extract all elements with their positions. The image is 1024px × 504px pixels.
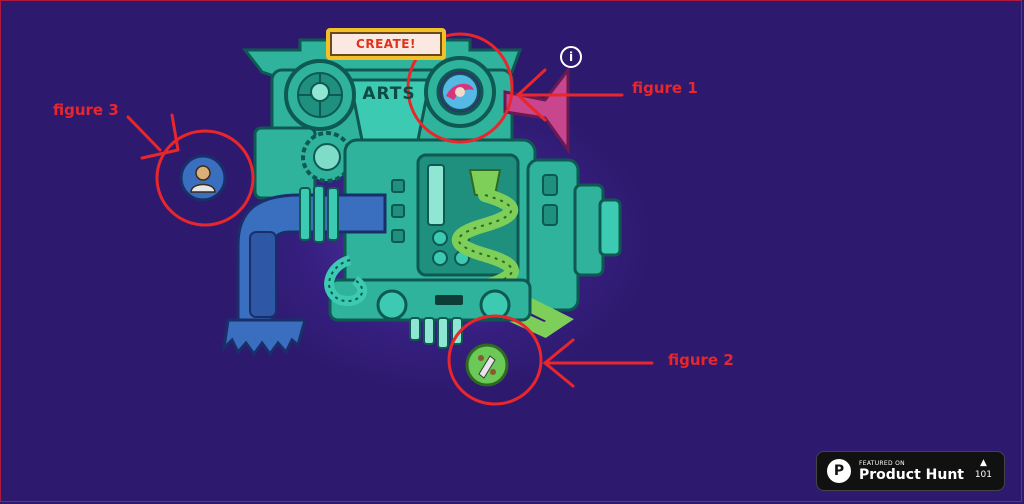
product-hunt-badge[interactable]: P FEATURED ON Product Hunt ▲ 101: [816, 451, 1005, 491]
figure-3-label: figure 3: [53, 101, 119, 119]
upvote-counter[interactable]: ▲ 101: [975, 458, 992, 481]
upvote-arrow-icon: ▲: [979, 458, 987, 468]
product-hunt-logo-icon: P: [827, 459, 851, 483]
figure-1-surfer-icon: [441, 73, 479, 111]
info-icon[interactable]: i: [560, 46, 582, 68]
product-hunt-text: FEATURED ON Product Hunt: [859, 460, 964, 483]
figure-2-orb-icon: [465, 343, 509, 387]
featured-on-label: FEATURED ON: [859, 459, 905, 467]
annotation-circles: [155, 32, 543, 406]
figure-3-avatar-icon: [179, 154, 227, 202]
product-hunt-name: Product Hunt: [859, 466, 964, 483]
annotation-arrows: [126, 68, 654, 388]
upvote-count: 101: [974, 470, 992, 480]
create-button[interactable]: CREATE!: [326, 28, 446, 60]
figure-2-label: figure 2: [668, 351, 734, 369]
figure-1-label: figure 1: [632, 79, 698, 97]
left-fan-icon: [284, 59, 356, 131]
arts-sign: ARTS: [362, 84, 416, 104]
gear-icon: [301, 131, 353, 183]
